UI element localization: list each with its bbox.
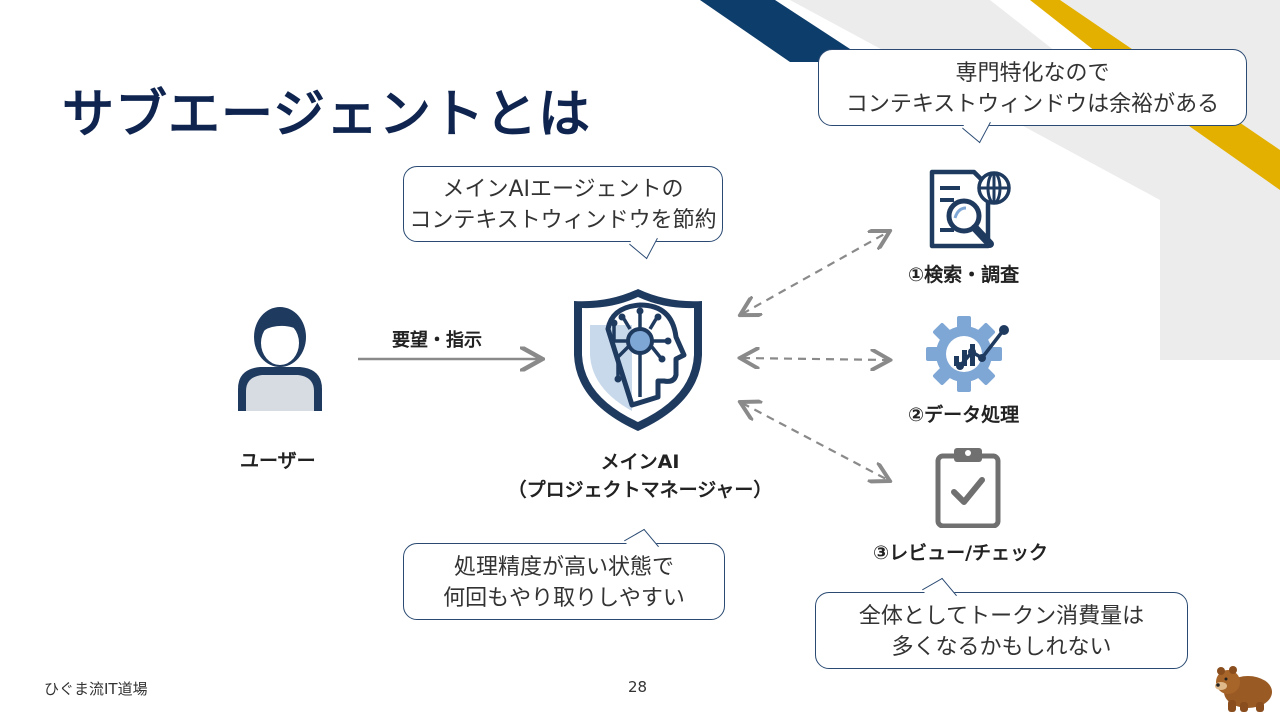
- sub2-label: ②データ処理: [908, 404, 1020, 426]
- callout-specialized: 専門特化なので コンテキストウィンドウは余裕がある: [818, 49, 1247, 144]
- person-icon: [238, 307, 322, 411]
- callout-specialized-line1: 専門特化なので: [955, 61, 1110, 86]
- main-ai-role-label: （プロジェクトマネージャー）: [507, 479, 773, 501]
- gear-chart-icon: [926, 316, 1009, 392]
- main-to-sub2-arrow: [742, 358, 888, 360]
- callout-accuracy-line2: 何回もやり取りしやすい: [443, 586, 685, 611]
- callout-main-context-line1: メインAIエージェントの: [442, 177, 684, 202]
- slide-title: サブエージェントとは: [62, 85, 591, 145]
- request-label: 要望・指示: [392, 330, 482, 351]
- main-ai-label: メインAI: [600, 451, 680, 473]
- callout-accuracy-line1: 処理精度が高い状態で: [453, 555, 674, 580]
- callout-main-context-line2: コンテキストウィンドウを節約: [409, 208, 717, 233]
- main-to-sub1-arrow: [742, 232, 888, 314]
- sub3-label: ③レビュー/チェック: [873, 542, 1049, 564]
- footer-brand: ひぐま流IT道場: [44, 680, 148, 698]
- bear-logo-icon: [1215, 666, 1272, 712]
- callout-tokens-line1: 全体としてトークン消費量は: [858, 604, 1145, 629]
- sub1-label: ①検索・調査: [908, 264, 1020, 286]
- callout-tokens-line2: 多くなるかもしれない: [891, 635, 1112, 660]
- callout-tokens: 全体としてトークン消費量は 多くなるかもしれない: [815, 577, 1188, 669]
- page-number: 28: [628, 678, 648, 696]
- clipboard-check-icon: [935, 448, 1001, 528]
- document-search-globe-icon: [929, 169, 1011, 249]
- ai-brain-shield-icon: [574, 289, 702, 431]
- callout-accuracy: 処理精度が高い状態で 何回もやり取りしやすい: [403, 528, 725, 620]
- user-label: ユーザー: [240, 450, 316, 472]
- callout-specialized-line2: コンテキストウィンドウは余裕がある: [845, 92, 1220, 117]
- callout-main-context: メインAIエージェントの コンテキストウィンドウを節約: [403, 166, 723, 260]
